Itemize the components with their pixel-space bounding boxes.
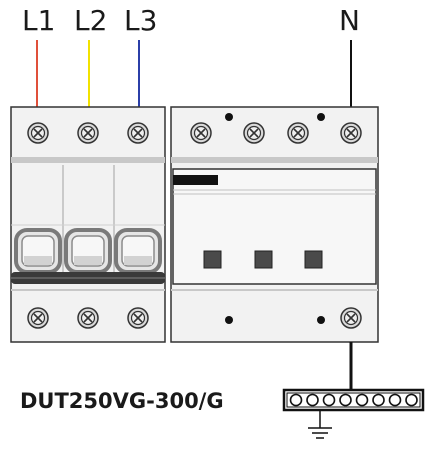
mount-dot-bottom-right bbox=[317, 316, 325, 324]
breaker-handle-l1[interactable] bbox=[14, 228, 62, 274]
ground-bar-hole bbox=[355, 393, 369, 407]
rcd-module bbox=[170, 106, 379, 343]
rcd-indicator-bar bbox=[173, 175, 218, 185]
breaker-handle-l2[interactable] bbox=[64, 228, 112, 274]
terminal-l3-bottom bbox=[127, 307, 149, 329]
terminal-l1-bottom bbox=[27, 307, 49, 329]
ground-bar-hole bbox=[405, 393, 418, 407]
breaker-handle-l3[interactable] bbox=[114, 228, 162, 274]
ground-bar-hole bbox=[372, 393, 385, 407]
rcd-button-3[interactable] bbox=[304, 250, 323, 269]
terminal-l2-top bbox=[77, 122, 99, 144]
model-label: DUT250VG-300/G bbox=[20, 389, 224, 413]
rcd-button-2[interactable] bbox=[254, 250, 273, 269]
ground-bar bbox=[282, 388, 425, 412]
mount-dot-top-right bbox=[317, 113, 325, 121]
ground-bar-hole bbox=[339, 393, 352, 407]
terminal-rcd-3-top bbox=[287, 122, 309, 144]
label-l2: L2 bbox=[74, 4, 107, 37]
rcd-front-panel bbox=[172, 168, 377, 285]
terminal-l2-bottom bbox=[77, 307, 99, 329]
label-n: N bbox=[339, 4, 360, 37]
ground-bar-hole bbox=[289, 393, 303, 407]
terminal-rcd-2-top bbox=[243, 122, 265, 144]
terminal-l3-top bbox=[127, 122, 149, 144]
screw-terminals bbox=[27, 122, 362, 329]
ground-bar-hole bbox=[306, 393, 319, 407]
label-l1: L1 bbox=[22, 4, 55, 37]
rcd-button-1[interactable] bbox=[203, 250, 222, 269]
ground-icon bbox=[308, 410, 332, 439]
ground-bar-hole bbox=[322, 393, 336, 407]
terminal-n-top bbox=[340, 122, 362, 144]
mount-dot-top-left bbox=[225, 113, 233, 121]
ground-bar-hole bbox=[388, 393, 402, 407]
mount-dot-bottom-left bbox=[225, 316, 233, 324]
terminal-l1-top bbox=[27, 122, 49, 144]
label-l3: L3 bbox=[124, 4, 157, 37]
circuit-breaker-3-pole bbox=[10, 106, 166, 343]
terminal-n-bottom bbox=[340, 307, 362, 329]
terminal-rcd-1-top bbox=[190, 122, 212, 144]
